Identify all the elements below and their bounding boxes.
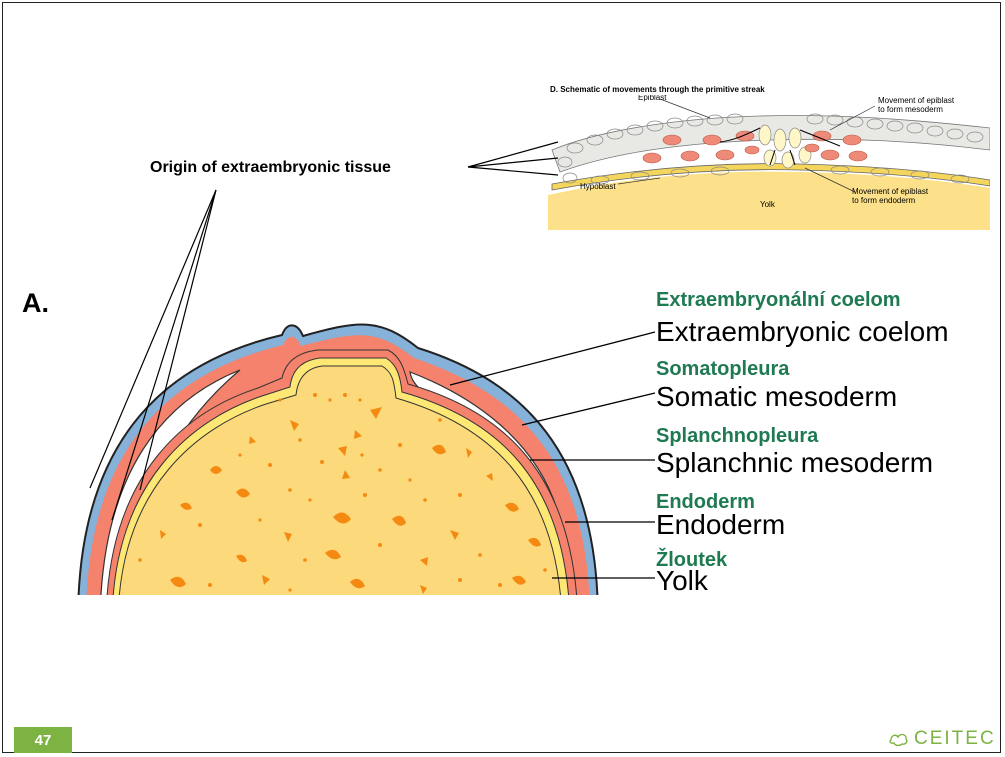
ceitec-logo-text: CEITEC — [914, 728, 996, 750]
label-splanchnic-mesoderm-en: Splanchnic mesoderm — [656, 447, 933, 478]
inset-label-hypoblast: Hypoblast — [580, 182, 616, 191]
label-extraembryonic-coelom-en: Extraembryonic coelom — [656, 316, 949, 347]
origin-label: Origin of extraembryonic tissue — [150, 159, 391, 176]
label-extraembryonic-coelom-cz: Extraembryonální coelom — [656, 289, 901, 311]
label-endoderm-en: Endoderm — [656, 509, 785, 540]
page-number-badge: 47 — [14, 727, 72, 753]
label-somatopleura-cz: Somatopleura — [656, 358, 790, 380]
label-somatic-mesoderm-en: Somatic mesoderm — [656, 381, 897, 412]
label-yolk-en: Yolk — [656, 565, 709, 596]
inset-title-visible: D. Schematic of movements through the pr… — [550, 85, 765, 94]
inset-primitive-streak: D. Schematic of movements through the pr… — [548, 85, 990, 230]
inset-label-endoderm-2: to form endoderm — [852, 196, 915, 205]
embryo-cross-section — [78, 325, 598, 620]
inset-label-mesoderm-1: Movement of epiblast — [878, 96, 955, 105]
ceitec-logo: CEITEC — [888, 727, 996, 751]
inset-label-mesoderm-2: to form mesoderm — [878, 105, 943, 114]
label-splanchnopleura-cz: Splanchnopleura — [656, 425, 819, 447]
layer-labels: Extraembryonální coelom Extraembryonic c… — [656, 289, 949, 596]
inset-label-epiblast: Epiblast — [638, 93, 667, 102]
panel-label: A. — [22, 288, 49, 318]
ceitec-logo-icon — [888, 731, 910, 747]
inset-label-yolk: Yolk — [760, 200, 776, 209]
inset-label-endoderm-1: Movement of epiblast — [852, 187, 929, 196]
